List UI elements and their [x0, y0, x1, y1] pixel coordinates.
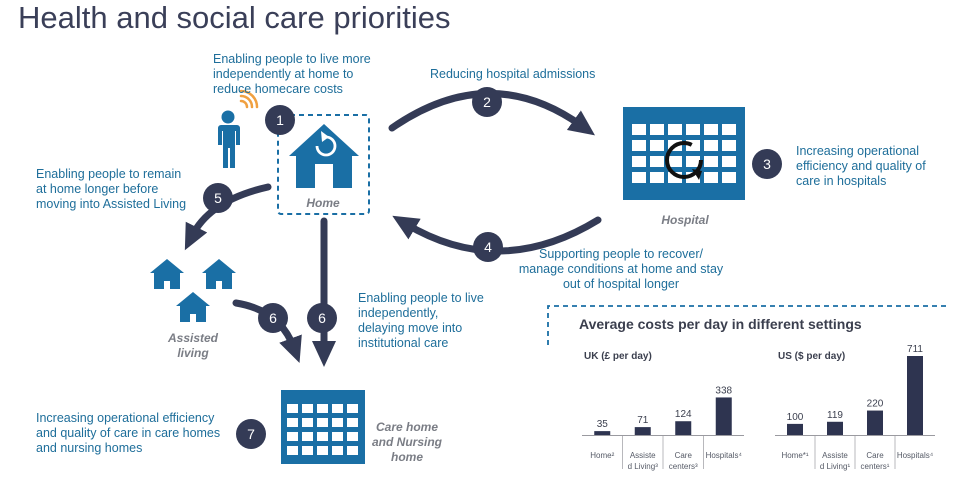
badge-6b: 6 — [307, 303, 337, 333]
page-title: Health and social care priorities — [18, 0, 451, 35]
bar — [907, 356, 923, 435]
caption-3: Increasing operational efficiency and qu… — [796, 144, 926, 188]
us-panel-title: US ($ per day) — [778, 351, 846, 362]
uk-panel-title: UK (£ per day) — [584, 351, 652, 362]
bar — [867, 410, 883, 435]
category-label: Home*¹ — [781, 451, 808, 460]
bar-value-label: 711 — [907, 344, 923, 355]
home-focus-box — [277, 114, 370, 215]
badge-4: 4 — [473, 232, 503, 262]
bar-value-label: 71 — [637, 415, 649, 426]
category-label: Hospitals⁴ — [897, 451, 934, 460]
badge-1: 1 — [265, 105, 295, 135]
person-icon — [218, 110, 240, 168]
home-label: Home — [306, 196, 340, 210]
caption-1: Enabling people to live more independent… — [213, 52, 371, 96]
bar-value-label: 100 — [787, 412, 804, 423]
bar — [594, 431, 611, 435]
category-label: d Living³ — [628, 462, 659, 471]
hospital-building-icon — [623, 107, 745, 200]
assisted-living-label: Assisted living — [167, 331, 219, 360]
bar-value-label: 124 — [675, 409, 692, 420]
bar-value-label: 35 — [597, 419, 609, 430]
assisted-living-houses-icon — [150, 259, 236, 322]
chart-frame — [547, 305, 946, 345]
bar — [634, 427, 651, 435]
chart-title: Average costs per day in different setti… — [579, 316, 862, 332]
badge-7: 7 — [236, 419, 266, 449]
category-label: Assiste — [630, 451, 656, 460]
bar-value-label: 119 — [827, 410, 843, 421]
badge-6a: 6 — [258, 303, 288, 333]
care-home-label: Care home and Nursing home — [371, 420, 442, 464]
bar — [827, 421, 843, 435]
category-label: Care — [675, 451, 693, 460]
bar-value-label: 220 — [867, 399, 884, 410]
caption-7: Increasing operational efficiency and qu… — [36, 411, 221, 455]
category-label: centers³ — [669, 462, 698, 471]
hospital-label: Hospital — [661, 213, 709, 227]
category-label: Care — [866, 451, 884, 460]
badge-3: 3 — [752, 149, 782, 179]
bar — [787, 423, 803, 435]
bar — [715, 397, 732, 435]
care-home-building-icon — [281, 390, 365, 464]
badge-5: 5 — [203, 183, 233, 213]
category-label: Hospitals⁴ — [706, 451, 743, 460]
category-label: centers¹ — [861, 462, 890, 471]
bar-value-label: 338 — [715, 385, 732, 396]
category-label: Assiste — [822, 451, 848, 460]
category-label: Home² — [590, 451, 614, 460]
caption-5: Enabling people to remain at home longer… — [36, 167, 187, 211]
home-icon — [289, 124, 359, 188]
badge-2: 2 — [472, 87, 502, 117]
bar — [675, 421, 692, 435]
category-label: d Living¹ — [820, 462, 851, 471]
caption-6: Enabling people to live independently, d… — [358, 291, 484, 350]
caption-2: Reducing hospital admissions — [430, 67, 596, 81]
wifi-signal-icon — [239, 89, 259, 109]
caption-4: Supporting people to recover/ manage con… — [518, 247, 724, 291]
